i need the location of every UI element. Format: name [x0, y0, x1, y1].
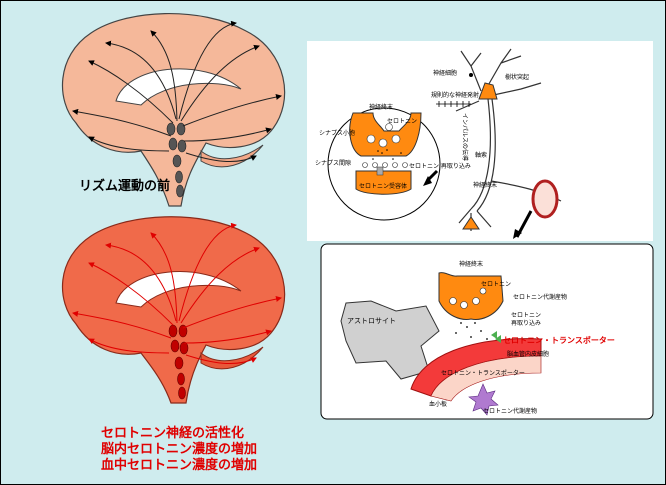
svg-text:規則的な神経発射: 規則的な神経発射 [431, 91, 479, 99]
svg-text:セロトニン: セロトニン [387, 118, 417, 125]
svg-text:血小板: 血小板 [429, 400, 447, 408]
svg-text:神経終末: 神経終末 [459, 260, 483, 268]
svg-text:軸索: 軸索 [475, 151, 487, 159]
svg-text:セロトニン代謝産物: セロトニン代謝産物 [513, 293, 567, 301]
caption-before-rhythm: リズム運動の前 [79, 175, 170, 194]
svg-text:脳血管内皮細胞: 脳血管内皮細胞 [507, 350, 549, 358]
svg-text:シナプス間隙: シナプス間隙 [315, 159, 351, 167]
svg-text:セロトニン 再取り込み: セロトニン 再取り込み [409, 162, 471, 170]
svg-text:シナプス小胞: シナプス小胞 [319, 129, 355, 137]
svg-text:セロトニン: セロトニン [511, 312, 541, 319]
svg-text:再取り込み: 再取り込み [511, 319, 541, 327]
svg-text:神経終末: 神経終末 [369, 103, 393, 111]
neuron-panel: 神経細胞 樹状突起 規則的な神経発射 神経終末 セロトニン シナプス小胞 シナプ… [307, 41, 653, 241]
svg-text:樹状突起: 樹状突起 [505, 73, 529, 81]
svg-text:セロトニン代謝産物: セロトニン代謝産物 [483, 407, 537, 415]
brain-after-illustration [62, 217, 284, 403]
svg-text:神経細胞: 神経細胞 [433, 69, 457, 77]
caption-blood-serotonin-increase: 血中セロトニン濃度の増加 [101, 454, 257, 473]
svg-text:セロトニン受容体: セロトニン受容体 [359, 182, 407, 190]
astrocyte-panel: 神経終末 セロトニン セロトニン代謝産物 セロトニン 再取り込み 脳血管内皮細胞… [321, 244, 653, 419]
svg-text:インパルスの伝導: インパルスの伝導 [461, 113, 469, 161]
svg-text:神経終末: 神経終末 [473, 181, 497, 189]
svg-text:セロトニン・トランスポーター: セロトニン・トランスポーター [441, 369, 525, 377]
svg-text:アストロサイト: アストロサイト [347, 317, 396, 325]
svg-text:セロトニン: セロトニン [481, 281, 511, 288]
svg-text:セロトニン・トランスポーター: セロトニン・トランスポーター [503, 335, 615, 345]
